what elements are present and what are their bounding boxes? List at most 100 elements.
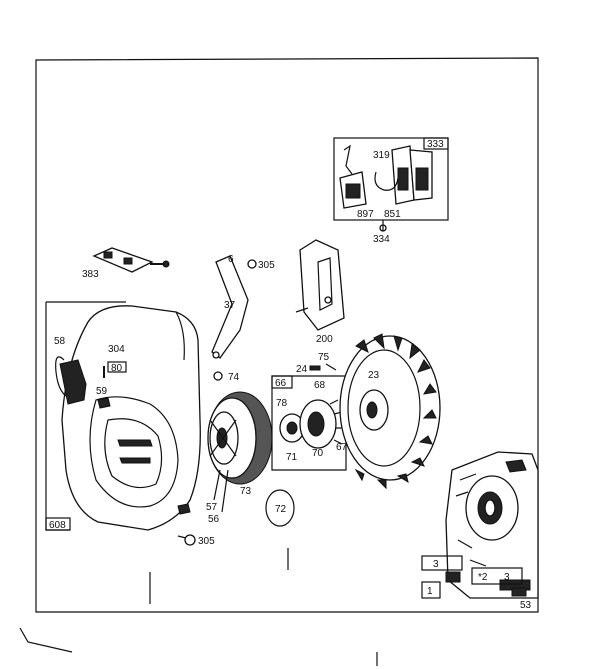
bracket-block	[123, 257, 133, 265]
blower-housing	[61, 305, 201, 531]
air-guide-hole	[324, 296, 332, 304]
starter-clutch-group: 66 68 78 71 70 67	[271, 375, 348, 471]
label-37: 37	[224, 300, 236, 311]
label-305-bottom: 305	[198, 536, 215, 547]
flywheel-group: 23	[339, 333, 441, 490]
label-333: 333	[427, 139, 444, 150]
blower-housing-group: 608 58 304 80 59	[45, 301, 201, 531]
screw-74	[213, 371, 223, 381]
air-guide-tab	[295, 307, 309, 313]
label-58: 58	[54, 336, 66, 347]
label-73: 73	[240, 486, 252, 497]
label-3b: 3	[504, 572, 510, 583]
label-78: 78	[276, 398, 288, 409]
armature-block	[397, 167, 409, 191]
label-75: 75	[318, 352, 330, 363]
baffle-hole	[212, 351, 220, 359]
part-75	[325, 363, 337, 371]
key-24	[309, 365, 321, 371]
label-71: 71	[286, 452, 298, 463]
housing-edge	[175, 311, 185, 361]
retaining-ring-group: 72	[265, 489, 295, 527]
label-851: 851	[384, 209, 401, 220]
flywheel-fins	[354, 333, 437, 490]
label-3a: 3	[433, 559, 439, 570]
starter-handle	[59, 359, 87, 405]
module-block	[345, 183, 361, 199]
label-59: 59	[96, 386, 108, 397]
air-guide-200	[299, 239, 345, 331]
air-guide-inner	[317, 257, 333, 311]
label-70: 70	[312, 448, 324, 459]
label-6: 6	[228, 254, 234, 265]
engine-block-group	[445, 451, 539, 599]
label-80: 80	[111, 363, 123, 374]
housing-foot	[177, 503, 191, 515]
bracket-383-group: 383	[82, 247, 170, 280]
clutch-housing-inner	[307, 411, 325, 437]
label-897: 897	[357, 209, 374, 220]
starter-rope	[55, 356, 67, 397]
label-383: 383	[82, 269, 99, 280]
label-200: 200	[316, 334, 333, 345]
label-72: 72	[275, 504, 287, 515]
housing-rim	[89, 396, 179, 508]
label-1: 1	[427, 586, 433, 597]
air-guide-200-group: 200	[295, 239, 345, 345]
flywheel-23	[339, 335, 441, 481]
screw-thread	[177, 535, 187, 539]
starter-pulley-group: 73 57 56	[206, 391, 273, 525]
label-box-608	[45, 517, 71, 531]
label-57: 57	[206, 502, 218, 513]
retaining-ring-72	[265, 489, 295, 527]
label-304: 304	[108, 344, 125, 355]
flywheel-bore	[366, 401, 378, 419]
engine-crank-hole	[484, 499, 496, 517]
leader-line	[213, 469, 229, 513]
label-67: 67	[336, 442, 348, 453]
label-2: *2	[478, 572, 488, 583]
page-number: 53	[520, 600, 532, 611]
ref-part	[445, 571, 461, 583]
screw-305-bottom	[184, 534, 196, 546]
ref-box-2	[471, 567, 523, 585]
label-608: 608	[49, 520, 66, 531]
clutch-washer-hole	[286, 421, 298, 435]
clutch-teeth	[329, 399, 344, 445]
label-74: 74	[228, 372, 240, 383]
engine-fin	[455, 473, 487, 567]
label-334: 334	[373, 234, 390, 245]
scan-mark	[19, 627, 73, 653]
baffle-37	[211, 255, 249, 359]
label-68: 68	[314, 380, 326, 391]
bracket-block	[103, 251, 113, 259]
diagram-frame	[35, 57, 539, 613]
housing-opening	[104, 418, 163, 489]
ref-part	[511, 587, 527, 597]
label-24: 24	[296, 364, 308, 375]
label-56: 56	[208, 514, 220, 525]
ref-box-3a	[421, 555, 463, 571]
part-box-66	[271, 375, 347, 471]
housing-slot	[119, 457, 151, 464]
screw-305-top	[247, 259, 257, 269]
baffle-37-group: 37 6 305	[211, 254, 275, 359]
engine-fin-dark	[505, 459, 527, 473]
coil-wire	[374, 171, 399, 191]
reference-box-group: 3 *2 3 1	[421, 555, 527, 599]
label-66: 66	[275, 378, 287, 389]
lead-wire	[343, 144, 353, 175]
part-59-clip	[97, 397, 111, 409]
label-box-80	[107, 361, 127, 373]
ignition-armature-group: 333 319 897 851 334	[333, 137, 449, 245]
label-319: 319	[373, 150, 390, 161]
ref-box-1	[421, 581, 441, 599]
flywheel-face	[347, 349, 421, 467]
pulley-spoke	[209, 419, 237, 457]
housing-slot	[117, 439, 153, 447]
label-305-top: 305	[258, 260, 275, 271]
bracket-383	[92, 247, 154, 273]
armature-block	[415, 167, 429, 191]
label-box-333	[423, 137, 449, 150]
